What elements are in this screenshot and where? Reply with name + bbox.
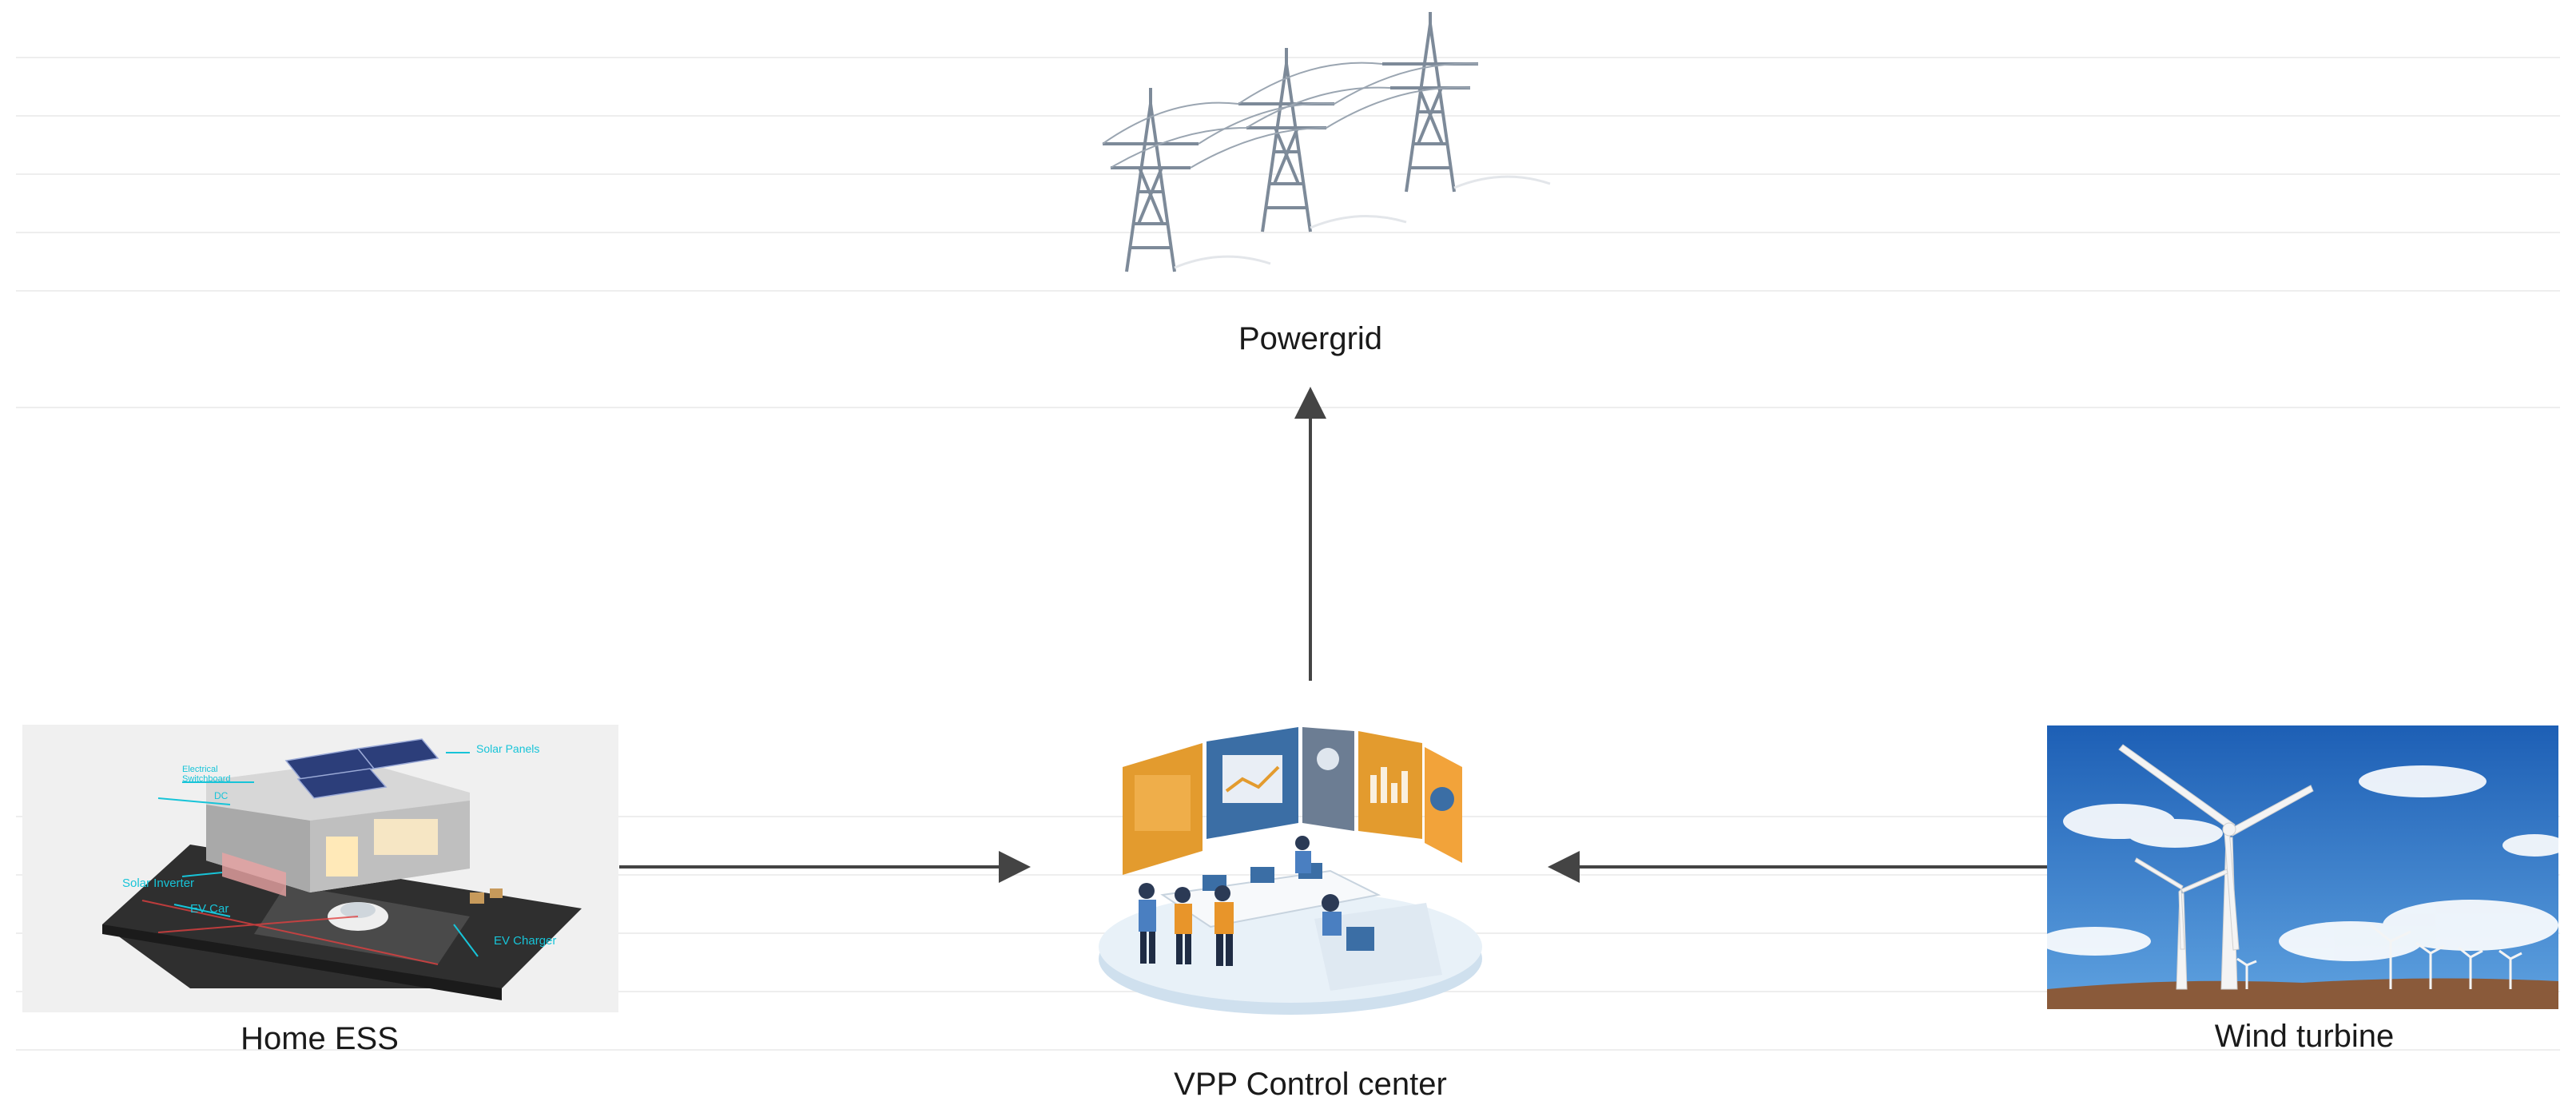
callout-electrical-switchboard: Electrical Switchboard bbox=[182, 765, 231, 784]
wind-turbine-icon bbox=[2047, 725, 2558, 1009]
house-with-solar-icon: Electrical Switchboard DC Solar Panels S… bbox=[22, 725, 618, 1012]
vpp-control-center-label: VPP Control center bbox=[1174, 1067, 1447, 1102]
callout-ev-charger: EV Charger bbox=[494, 934, 557, 948]
transmission-tower-icon bbox=[1063, 8, 1590, 280]
control-room-icon bbox=[1091, 711, 1490, 1023]
callout-dc: DC bbox=[214, 790, 229, 801]
powergrid-label: Powergrid bbox=[1238, 321, 1383, 356]
home-ess-label: Home ESS bbox=[241, 1021, 399, 1056]
callout-solar-inverter: Solar Inverter bbox=[122, 876, 195, 890]
callout-solar-panels: Solar Panels bbox=[476, 742, 540, 755]
callout-ev-car: EV Car bbox=[190, 902, 229, 916]
wind-turbine-label: Wind turbine bbox=[2214, 1019, 2395, 1054]
